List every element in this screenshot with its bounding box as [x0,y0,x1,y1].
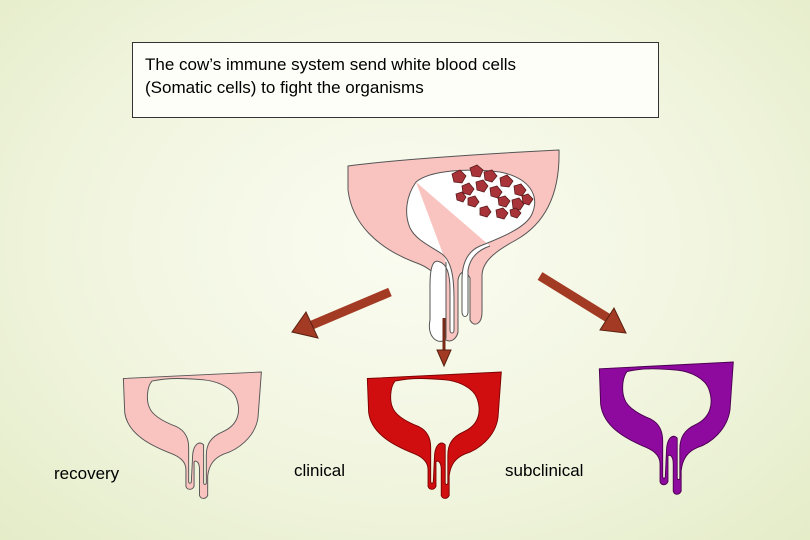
subclinical-label: subclinical [505,461,584,480]
clinical-label: clinical [294,461,346,480]
somatic-cell [479,205,492,218]
caption-line-2: (Somatic cells) to fight the organisms [145,78,424,97]
somatic-cell [451,169,467,184]
somatic-cell [489,185,503,199]
subclinical-udder [598,361,734,495]
recovery-udder [122,371,262,499]
somatic-cell [461,182,475,196]
infected-udder [347,149,560,342]
somatic-cell [467,195,480,208]
somatic-cell [455,191,467,203]
somatic-cell [497,195,511,208]
somatic-cell [509,207,522,219]
somatic-cell [495,207,509,220]
arrow-to-recovery [291,287,392,339]
arrow-to-clinical [436,318,452,368]
somatic-cell [475,179,489,193]
somatic-cell [469,164,484,178]
somatic-cell [483,169,498,183]
caption-line-1: The cow’s immune system send white blood… [145,55,517,74]
somatic-cell [511,197,525,211]
somatic-cell [521,193,534,206]
somatic-cell [513,183,527,197]
somatic-cells [451,164,534,220]
clinical-udder [366,371,502,499]
somatic-cell [499,174,514,188]
caption-box: The cow’s immune system send white blood… [132,42,659,118]
recovery-label: recovery [54,464,120,483]
arrow-to-subclinical [537,272,627,334]
